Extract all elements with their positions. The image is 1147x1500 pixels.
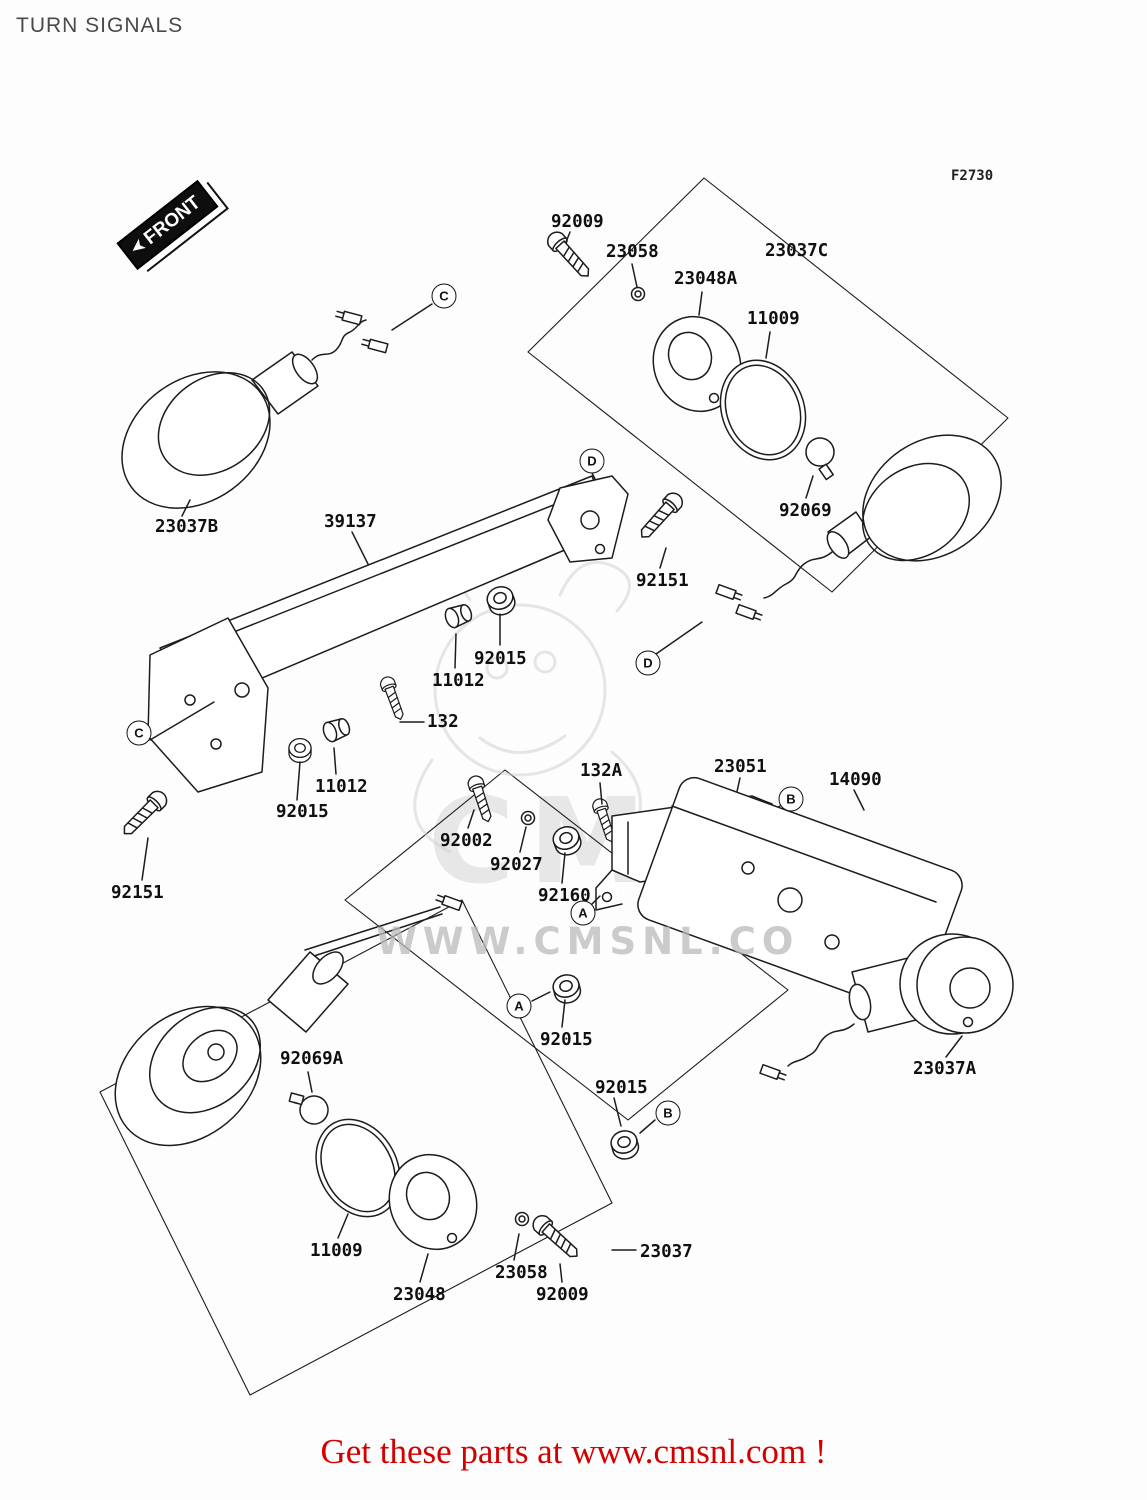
- part-label-11009[interactable]: 11009: [747, 309, 800, 329]
- assembly-box-middle: [344, 769, 789, 1121]
- grommet-92015-a: [531, 971, 584, 1028]
- part-label-92069A[interactable]: 92069A: [280, 1049, 344, 1069]
- part-label-92009[interactable]: 92009: [551, 212, 604, 232]
- leader-d-bottom: [655, 621, 703, 655]
- nut-23058-top: [630, 263, 646, 302]
- grommet-92015-b: [607, 1097, 656, 1163]
- bulb-92069: [800, 435, 840, 499]
- diagram-code: F2730: [951, 168, 994, 184]
- circle-marker-D: D: [579, 448, 605, 474]
- part-label-23048[interactable]: 23048: [393, 1285, 446, 1305]
- part-label-92009[interactable]: 92009: [536, 1285, 589, 1305]
- screw-92151-top: [634, 488, 687, 569]
- plate-23048A: [652, 291, 742, 413]
- part-label-23037A[interactable]: 23037A: [913, 1059, 977, 1079]
- lamp-23037: [114, 892, 463, 1147]
- part-label-23058[interactable]: 23058: [495, 1263, 548, 1283]
- grommet-92015-top: [483, 582, 519, 646]
- part-label-92002[interactable]: 92002: [440, 831, 493, 851]
- grommet-92160: [549, 822, 585, 884]
- screw-92009-top: [543, 227, 596, 283]
- part-label-92015[interactable]: 92015: [276, 802, 329, 822]
- leader-c-left: [149, 701, 215, 741]
- assembly-box-top-right: [527, 177, 1009, 593]
- part-label-92027[interactable]: 92027: [490, 855, 543, 875]
- part-label-11012[interactable]: 11012: [432, 671, 485, 691]
- part-label-39137[interactable]: 39137: [324, 512, 377, 532]
- washer-92015-left: [288, 738, 312, 801]
- lamp-23037A: [759, 933, 1014, 1083]
- page-title: TURN SIGNALS: [16, 14, 184, 37]
- leader-c-top: [391, 303, 433, 331]
- screw-132: [378, 674, 425, 723]
- watermark-url-text: WWW.CMSNL.CO: [376, 920, 800, 963]
- part-label-23058[interactable]: 23058: [606, 242, 659, 262]
- part-label-92069[interactable]: 92069: [779, 501, 832, 521]
- screw-92002: [465, 773, 497, 829]
- plate-23048: [388, 1153, 478, 1283]
- part-label-92015[interactable]: 92015: [595, 1078, 648, 1098]
- gasket-11009-bottom: [315, 1118, 401, 1239]
- part-label-14090[interactable]: 14090: [829, 770, 882, 790]
- part-label-11012[interactable]: 11012: [315, 777, 368, 797]
- circle-marker-B: B: [778, 786, 804, 812]
- part-label-92151[interactable]: 92151: [636, 571, 689, 591]
- part-label-23037B[interactable]: 23037B: [155, 517, 219, 537]
- collar-11012-left: [320, 715, 353, 775]
- part-label-11009[interactable]: 11009: [310, 1241, 363, 1261]
- circle-marker-A: A: [506, 993, 532, 1019]
- part-label-23048A[interactable]: 23048A: [674, 269, 738, 289]
- screw-92151-left: [117, 787, 171, 881]
- screw-92009-bottom: [528, 1211, 584, 1283]
- nut-92027: [519, 810, 536, 853]
- part-label-23037[interactable]: 23037: [640, 1242, 693, 1262]
- footer-link[interactable]: Get these parts at www.cmsnl.com !: [320, 1432, 827, 1471]
- gasket-11009-top: [719, 331, 807, 461]
- bracket-39137: [147, 475, 629, 793]
- lamp-23037C: [715, 434, 1002, 623]
- part-label-23037C[interactable]: 23037C: [765, 241, 829, 261]
- circle-marker-C: C: [126, 720, 152, 746]
- part-label-132A[interactable]: 132A: [580, 761, 623, 781]
- part-label-92151[interactable]: 92151: [111, 883, 164, 903]
- circle-marker-B: B: [655, 1100, 681, 1126]
- part-label-132[interactable]: 132: [427, 712, 459, 732]
- circle-marker-C: C: [431, 283, 457, 309]
- nut-23058-bottom: [513, 1211, 530, 1261]
- bulb-92069A: [285, 1071, 334, 1132]
- circle-marker-A: A: [570, 900, 596, 926]
- lamp-23037B: [121, 308, 389, 517]
- screw-132A: [590, 782, 620, 845]
- circle-marker-D: D: [635, 650, 661, 676]
- part-label-92015[interactable]: 92015: [474, 649, 527, 669]
- part-label-23051[interactable]: 23051: [714, 757, 767, 777]
- part-label-92015[interactable]: 92015: [540, 1030, 593, 1050]
- collar-11012-top: [442, 601, 475, 669]
